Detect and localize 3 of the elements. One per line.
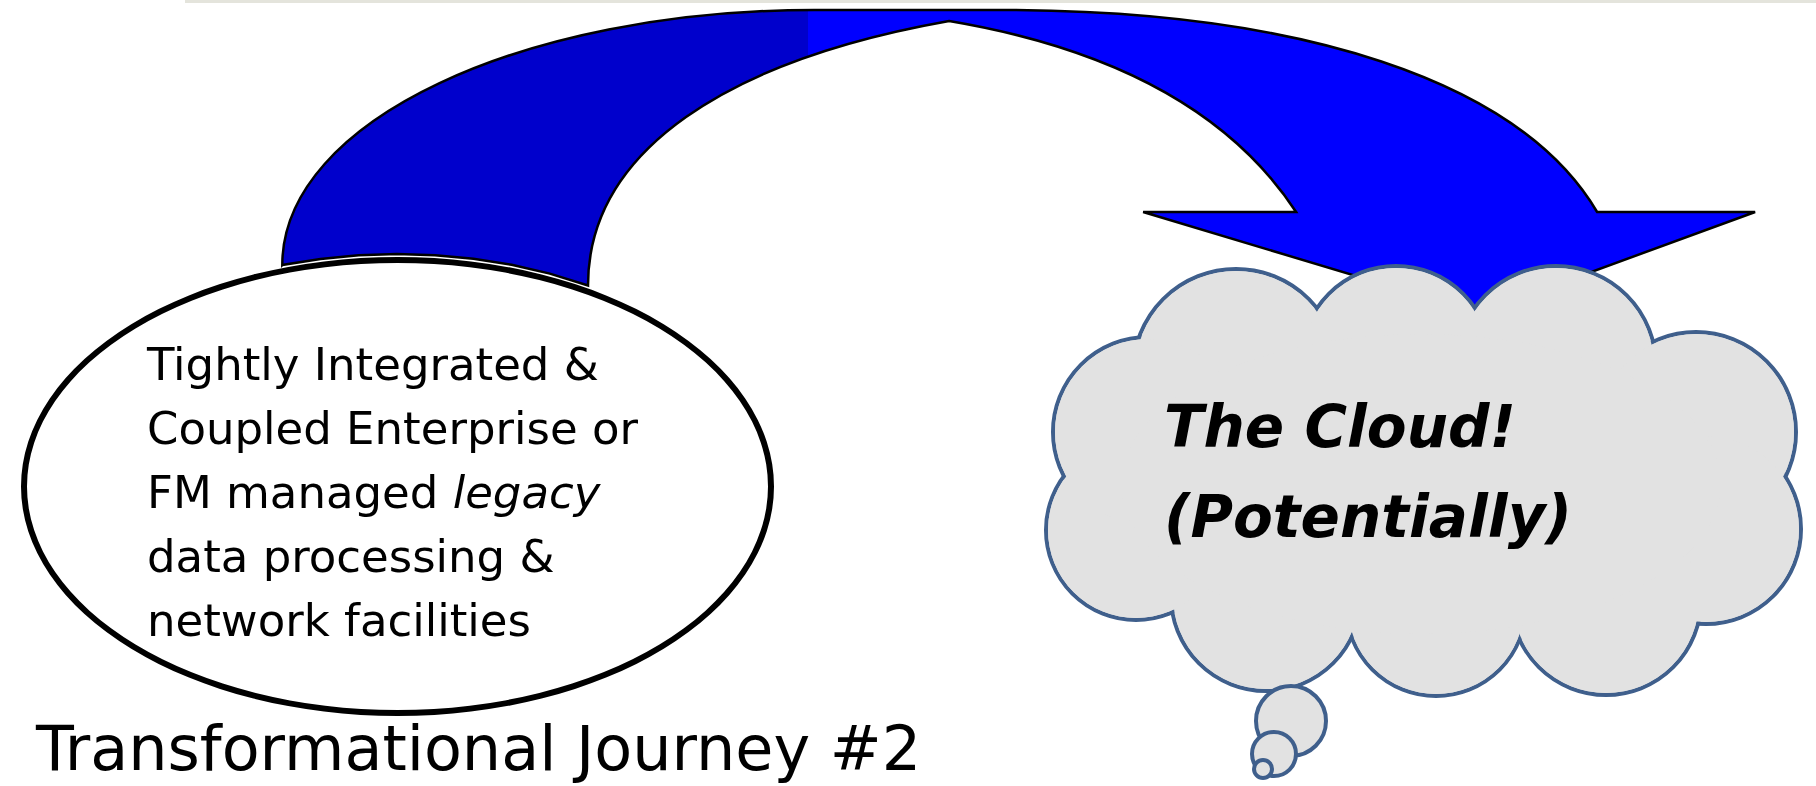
node-text: The Cloud! (Potentially): [1164, 392, 1574, 553]
diagram-title: Transformational Journey #2: [36, 714, 922, 784]
node-text: Tightly Integrated & Coupled Enterprise or FM managed legacy data processing & network facilities: [147, 337, 639, 649]
